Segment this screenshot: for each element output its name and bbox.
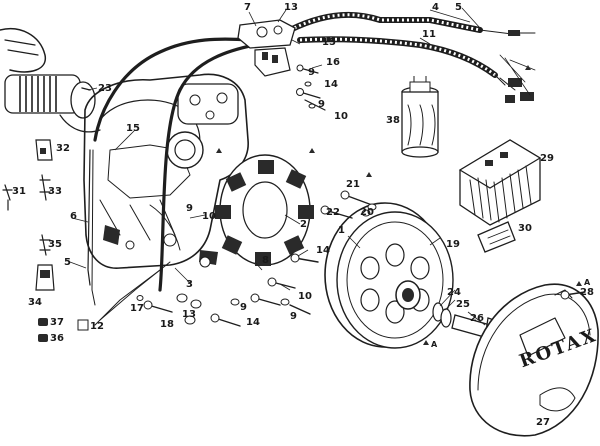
callout-14-a: 14 (324, 79, 338, 90)
callout-16: 16 (326, 57, 340, 68)
callout-21: 21 (346, 179, 360, 190)
wiring-harness (87, 11, 521, 326)
bolt-stack-top (296, 64, 326, 111)
callout-38: 38 (386, 115, 400, 126)
marker-triangles (216, 65, 582, 345)
flywheel-rotor (324, 202, 454, 349)
marker-a-cover: A (584, 278, 591, 287)
callout-5-left: 5 (64, 257, 71, 268)
callout-2: 2 (300, 219, 307, 230)
callout-9-d: 9 (240, 302, 247, 313)
callout-8: 8 (262, 255, 269, 266)
callout-10-a: 10 (334, 111, 348, 122)
bolts-lower (136, 253, 319, 327)
callout-24: 24 (447, 287, 461, 298)
cover-bolt (560, 290, 586, 300)
wire-connectors (499, 30, 536, 103)
callout-31: 31 (12, 186, 26, 197)
callout-7: 7 (244, 2, 251, 13)
regulator (458, 139, 542, 226)
handlebar-grip (0, 28, 101, 133)
capacitor (401, 76, 439, 158)
callout-13-top: 13 (284, 2, 298, 13)
top-switch-assembly (237, 19, 296, 77)
callout-20: 20 (360, 207, 374, 218)
callout-29: 29 (540, 153, 554, 164)
callout-32: 32 (56, 143, 70, 154)
callout-18: 18 (160, 319, 174, 330)
callout-6: 6 (70, 211, 77, 222)
callout-23: 23 (98, 83, 112, 94)
callout-13-low: 13 (182, 309, 196, 320)
callout-30: 30 (518, 223, 532, 234)
callout-33: 33 (48, 186, 62, 197)
callout-9-b: 9 (318, 99, 325, 110)
callout-11: 11 (422, 29, 436, 40)
callout-28: 28 (580, 287, 594, 298)
callout-9-e: 9 (290, 311, 297, 322)
callout-26: 26 (470, 313, 484, 324)
callout-4: 4 (432, 2, 439, 13)
callout-36: 36 (50, 333, 64, 344)
bolts-upper-mid (320, 190, 377, 219)
callout-14-c: 14 (246, 317, 260, 328)
callout-34: 34 (28, 297, 42, 308)
callout-10-b: 10 (202, 211, 216, 222)
callout-12: 12 (90, 321, 104, 332)
callout-37: 37 (50, 317, 64, 328)
leader-lines (69, 7, 486, 326)
callout-19: 19 (446, 239, 460, 250)
callout-5-top: 5 (455, 2, 462, 13)
rotax-cover (469, 283, 599, 437)
left-small-parts (2, 139, 89, 342)
callout-15-left: 15 (126, 123, 140, 134)
stator-coils (215, 154, 314, 266)
callout-22: 22 (326, 207, 340, 218)
callout-17: 17 (130, 303, 144, 314)
callout-14-b: 14 (316, 245, 330, 256)
callout-35: 35 (48, 239, 62, 250)
callout-9-c: 9 (186, 203, 193, 214)
callout-3: 3 (186, 279, 193, 290)
callout-9-a: 9 (308, 67, 315, 78)
callout-27: 27 (536, 417, 550, 428)
connector-block (477, 221, 516, 253)
callout-15-top: 15 (322, 37, 336, 48)
marker-a-rotor: A (431, 340, 438, 349)
callout-1: 1 (338, 225, 345, 236)
callout-10-c: 10 (298, 291, 312, 302)
callout-25: 25 (456, 299, 470, 310)
